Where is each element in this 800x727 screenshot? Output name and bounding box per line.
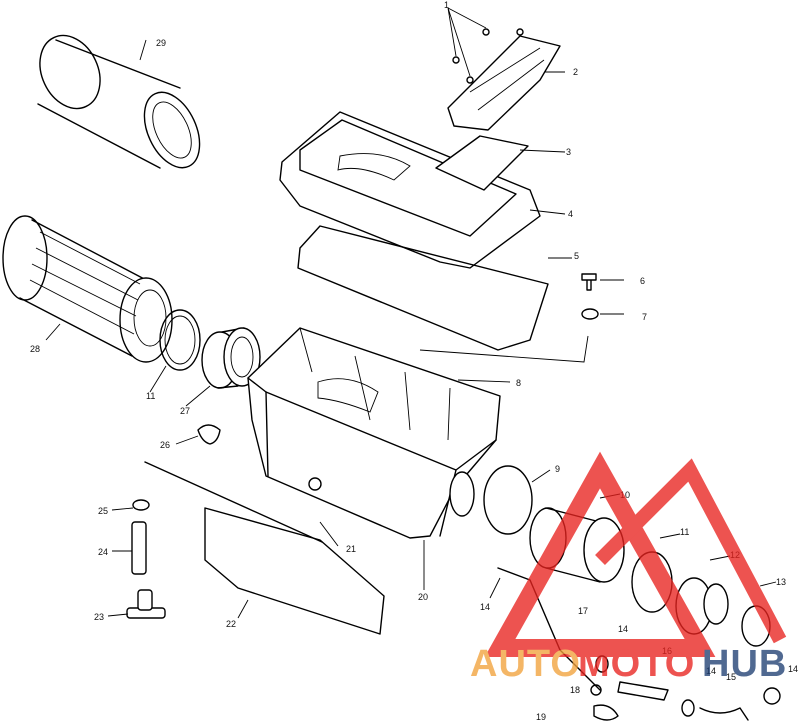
label-24: 24 xyxy=(98,547,108,557)
label-5: 5 xyxy=(574,251,579,261)
label-10: 10 xyxy=(620,490,630,500)
watermark-hub: HUB xyxy=(702,643,787,685)
part-gasket-plate xyxy=(204,507,385,635)
watermark-moto: MOTO xyxy=(578,643,695,685)
label-11b: 11 xyxy=(146,391,155,401)
part-filter-sleeve xyxy=(37,34,201,169)
label-2: 2 xyxy=(573,67,578,77)
label-14c: 14 xyxy=(706,666,716,676)
label-29: 29 xyxy=(156,38,166,48)
label-23: 23 xyxy=(94,612,104,622)
part-labels: 1 2 3 4 5 6 7 8 9 10 11 12 13 14 14 14 1… xyxy=(30,0,798,722)
part-intake-plate xyxy=(435,135,529,191)
label-4: 4 xyxy=(568,209,573,219)
part-airbox-cover xyxy=(279,111,541,269)
label-13: 13 xyxy=(776,577,786,587)
label-28: 28 xyxy=(30,344,40,354)
part-drain-fittings xyxy=(126,499,166,619)
label-9: 9 xyxy=(555,464,560,474)
label-11: 11 xyxy=(680,527,689,537)
part-bolt xyxy=(581,273,597,291)
label-21: 21 xyxy=(346,544,356,554)
label-7: 7 xyxy=(642,312,647,322)
label-25: 25 xyxy=(98,506,108,516)
leader-lines xyxy=(45,7,777,619)
label-14a: 14 xyxy=(480,602,490,612)
label-6: 6 xyxy=(640,276,645,286)
watermark-auto: AUTO xyxy=(470,643,581,685)
part-coupler xyxy=(201,327,261,389)
watermark-logo: AUTO MOTO HUB xyxy=(470,451,787,685)
part-clamp-ring xyxy=(159,309,201,371)
label-1: 1 xyxy=(444,0,449,10)
label-17: 17 xyxy=(578,606,588,616)
label-14d: 14 xyxy=(788,664,798,674)
part-grommet xyxy=(581,308,599,320)
part-airbox-base xyxy=(247,327,501,539)
label-26: 26 xyxy=(160,440,170,450)
label-8: 8 xyxy=(516,378,521,388)
label-18: 18 xyxy=(570,685,580,695)
label-20: 20 xyxy=(418,592,428,602)
label-22: 22 xyxy=(226,619,236,629)
label-19: 19 xyxy=(536,712,546,722)
part-gasket-ring xyxy=(483,465,533,535)
part-clip xyxy=(197,424,221,445)
label-14b: 14 xyxy=(618,624,628,634)
label-27: 27 xyxy=(180,406,190,416)
part-air-filter xyxy=(2,215,173,363)
part-snorkel xyxy=(447,35,561,131)
label-3: 3 xyxy=(566,147,571,157)
label-15: 15 xyxy=(726,672,736,682)
part-seal xyxy=(297,225,549,351)
